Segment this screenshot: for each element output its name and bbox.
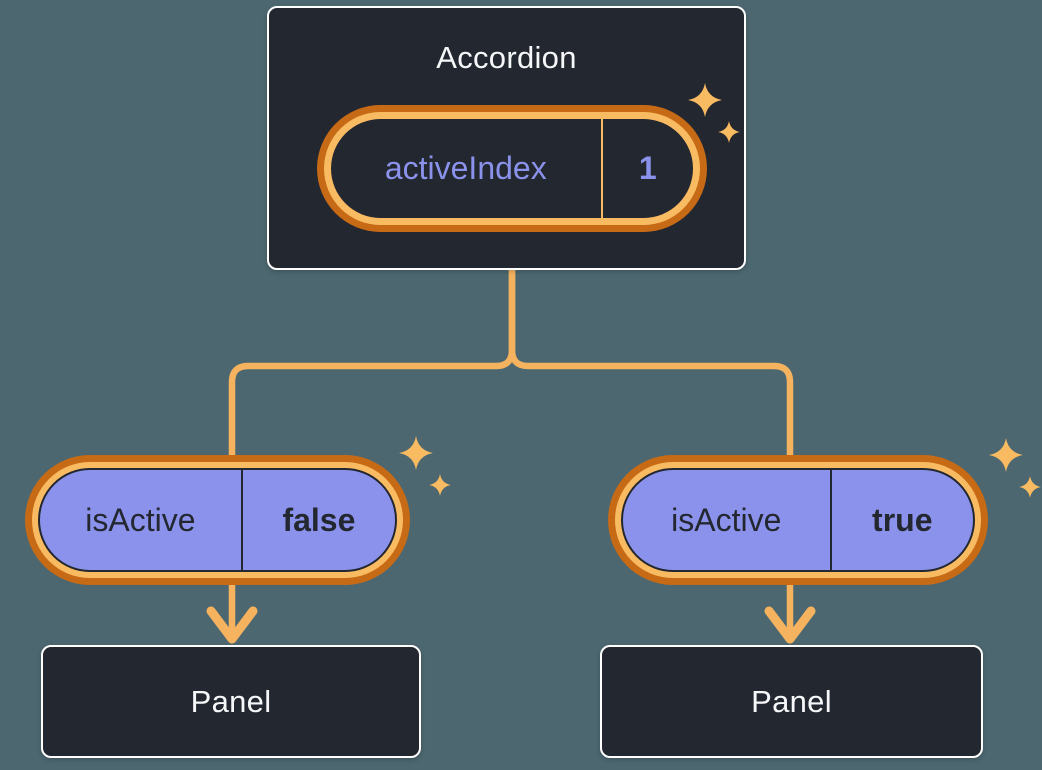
prop-pill-divider	[240, 470, 243, 570]
arrowhead-right	[764, 606, 816, 644]
prop-pill-body: isActive false	[38, 468, 397, 572]
state-pill-body: activeIndex 1	[331, 119, 693, 218]
prop-pill-isactive-false: isActive false	[25, 436, 451, 585]
prop-pill-ring: isActive true	[615, 462, 981, 578]
state-pill-activeindex: activeIndex 1	[317, 105, 707, 232]
state-name-label: activeIndex	[384, 150, 547, 186]
prop-pill-ring: isActive false	[32, 462, 403, 578]
panel-node-right: Panel	[600, 645, 983, 758]
panel-node-title: Panel	[751, 683, 832, 719]
state-pill-ring: activeIndex 1	[324, 112, 700, 225]
panel-node-title: Panel	[190, 683, 272, 719]
prop-pill-divider	[829, 470, 832, 570]
panel-node-left: Panel	[41, 645, 421, 758]
prop-name-label: isActive	[85, 501, 196, 538]
prop-value-label: false	[282, 501, 356, 538]
prop-pill-isactive-true: isActive true	[608, 438, 1041, 585]
prop-name-label: isActive	[671, 501, 782, 538]
prop-value-label: true	[872, 501, 933, 538]
arrowhead-left	[206, 606, 258, 644]
accordion-node: Accordion activeIndex 1	[267, 6, 746, 270]
accordion-node-title: Accordion	[436, 40, 577, 75]
connector-right-branch	[508, 264, 794, 640]
prop-pill-body: isActive true	[621, 468, 975, 572]
state-pill-divider	[600, 119, 603, 218]
state-value-label: 1	[638, 150, 657, 186]
